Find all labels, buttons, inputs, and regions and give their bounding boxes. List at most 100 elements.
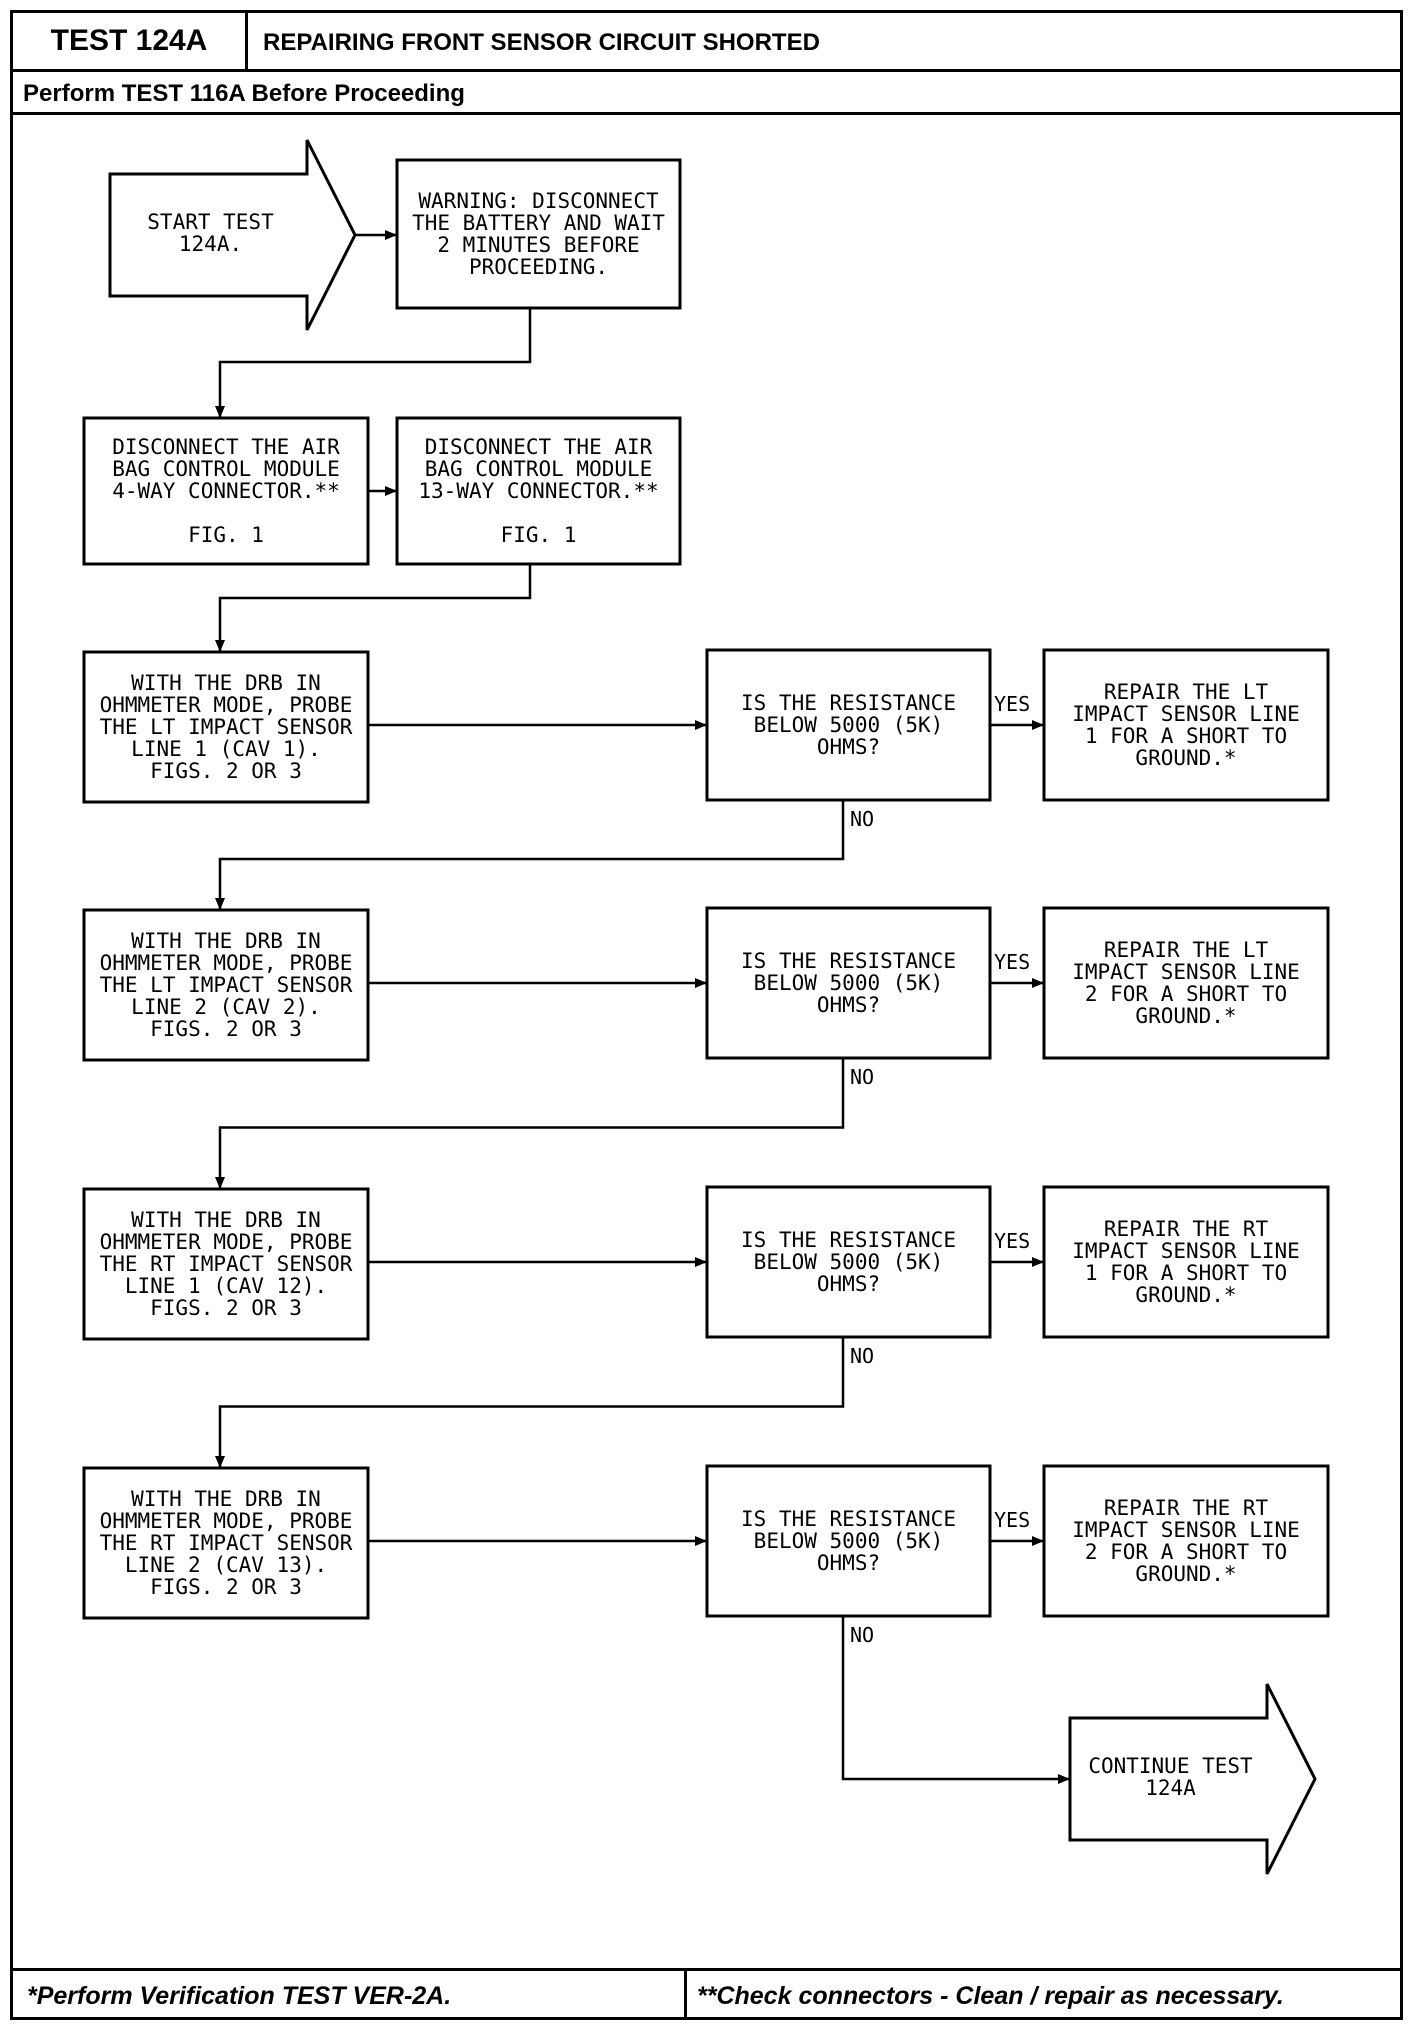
- yes-label-2: YES: [994, 950, 1030, 974]
- arrowhead-no-2: [215, 1177, 225, 1189]
- repair-box-4: [1042, 1464, 1330, 1618]
- continue-arrow-text-line: CONTINUE TEST: [1088, 1754, 1253, 1778]
- arrowhead-yes-4: [1032, 1536, 1044, 1546]
- arrowhead-13way-probe: [215, 640, 225, 652]
- probe-box-2-text-line: WITH THE DRB IN: [131, 929, 321, 953]
- repair-box-2-text-line: REPAIR THE LT: [1104, 938, 1269, 962]
- probe-box-4-text-line: OHMMETER MODE, PROBE: [100, 1509, 353, 1533]
- repair-box-3-text-line: 1 FOR A SHORT TO: [1085, 1261, 1287, 1285]
- disconnect-4way-box-text-line: BAG CONTROL MODULE: [112, 457, 340, 481]
- disconnect-13way-box-text-line: DISCONNECT THE AIR: [425, 435, 653, 459]
- footer-column-divider: [684, 1968, 687, 2020]
- probe-box-3-text-line: LINE 1 (CAV 12).: [125, 1274, 327, 1298]
- disconnect-13way-box-text-line: 13-WAY CONNECTOR.**: [418, 479, 658, 503]
- warning-box-text-line: 2 MINUTES BEFORE: [437, 233, 639, 257]
- test-id: TEST 124A: [13, 13, 248, 69]
- probe-box-2-text-line: THE LT IMPACT SENSOR: [100, 973, 353, 997]
- resistance-question-3-text-line: IS THE RESISTANCE: [741, 1228, 956, 1252]
- connector-no-1: [218, 800, 845, 910]
- probe-box-1-text-line: OHMMETER MODE, PROBE: [100, 693, 353, 717]
- footer-verification-note: *Perform Verification TEST VER-2A.: [27, 1982, 452, 2010]
- arrowhead-probe-question-4: [695, 1536, 707, 1546]
- warning-box-text-line: WARNING: DISCONNECT: [418, 189, 659, 213]
- warning-box: [395, 158, 682, 310]
- arrowhead-no-3: [215, 1456, 225, 1468]
- resistance-question-2-text-line: IS THE RESISTANCE: [741, 949, 956, 973]
- disconnect-4way-box-text-line: 4-WAY CONNECTOR.**: [112, 479, 340, 503]
- header-bottom-divider: [13, 112, 1400, 115]
- arrowhead-yes-2: [1032, 978, 1044, 988]
- repair-box-1-text-line: GROUND.*: [1135, 746, 1236, 770]
- no-label-2: NO: [850, 1065, 874, 1089]
- resistance-question-4-text-line: OHMS?: [817, 1551, 880, 1575]
- arrowhead-no-1: [215, 898, 225, 910]
- disconnect-4way-box-text-line: DISCONNECT THE AIR: [112, 435, 340, 459]
- arrowhead-start-warning: [385, 230, 397, 240]
- arrowhead-probe-question-1: [695, 720, 707, 730]
- start-arrow-text-line: 124A.: [179, 232, 242, 256]
- probe-box-4-text-line: FIGS. 2 OR 3: [150, 1575, 302, 1599]
- connector-no-continue: [841, 1616, 1070, 1781]
- connector-no-3: [218, 1337, 845, 1468]
- probe-box-4-text-line: LINE 2 (CAV 13).: [125, 1553, 327, 1577]
- repair-box-2-text-line: 2 FOR A SHORT TO: [1085, 982, 1287, 1006]
- connector-13way-probe: [218, 564, 532, 652]
- arrowhead-warning-4way: [215, 406, 225, 418]
- probe-box-1: [82, 650, 370, 804]
- disconnect-13way-box-text-line: FIG. 1: [501, 523, 577, 547]
- probe-box-1-text-line: FIGS. 2 OR 3: [150, 759, 302, 783]
- resistance-question-4-text-line: IS THE RESISTANCE: [741, 1507, 956, 1531]
- resistance-question-2: [705, 906, 992, 1060]
- no-label-1: NO: [850, 807, 874, 831]
- repair-box-4-text-line: REPAIR THE RT: [1104, 1496, 1269, 1520]
- resistance-question-2-text-line: BELOW 5000 (5K): [754, 971, 944, 995]
- arrowhead-probe-question-2: [695, 978, 707, 988]
- footer-connector-note: **Check connectors - Clean / repair as n…: [697, 1982, 1284, 2010]
- repair-box-3-text-line: REPAIR THE RT: [1104, 1217, 1269, 1241]
- arrowhead-probe-question-3: [695, 1257, 707, 1267]
- header-divider: [13, 69, 1400, 72]
- resistance-question-1-text-line: IS THE RESISTANCE: [741, 691, 956, 715]
- continue-arrow-text-line: 124A: [1145, 1776, 1196, 1800]
- resistance-question-1-text-line: BELOW 5000 (5K): [754, 713, 944, 737]
- repair-box-2: [1042, 906, 1330, 1060]
- repair-box-3-text-line: IMPACT SENSOR LINE: [1072, 1239, 1300, 1263]
- arrowhead-4way-13way: [385, 486, 397, 496]
- probe-box-1-text-line: LINE 1 (CAV 1).: [131, 737, 321, 761]
- probe-box-4-text-line: WITH THE DRB IN: [131, 1487, 321, 1511]
- start-arrow: [108, 139, 357, 331]
- disconnect-13way-box: [395, 416, 682, 566]
- resistance-question-3-text-line: BELOW 5000 (5K): [754, 1250, 944, 1274]
- repair-box-1-text-line: IMPACT SENSOR LINE: [1072, 702, 1300, 726]
- warning-box-text-line: THE BATTERY AND WAIT: [412, 211, 665, 235]
- prerequisite-note: Perform TEST 116A Before Proceeding: [23, 80, 465, 107]
- probe-box-3-text-line: OHMMETER MODE, PROBE: [100, 1230, 353, 1254]
- repair-box-1-text-line: REPAIR THE LT: [1104, 680, 1269, 704]
- probe-box-4-text-line: THE RT IMPACT SENSOR: [100, 1531, 353, 1555]
- connector-no-2: [218, 1058, 845, 1189]
- continue-arrow: [1068, 1683, 1317, 1875]
- probe-box-3: [82, 1187, 370, 1341]
- repair-box-4-text-line: IMPACT SENSOR LINE: [1072, 1518, 1300, 1542]
- start-arrow-text-line: START TEST: [147, 210, 274, 234]
- probe-box-3-text-line: THE RT IMPACT SENSOR: [100, 1252, 353, 1276]
- yes-label-3: YES: [994, 1229, 1030, 1253]
- repair-box-2-text-line: IMPACT SENSOR LINE: [1072, 960, 1300, 984]
- probe-box-2-text-line: LINE 2 (CAV 2).: [131, 995, 321, 1019]
- probe-box-2-text-line: FIGS. 2 OR 3: [150, 1017, 302, 1041]
- repair-box-1: [1042, 648, 1330, 802]
- repair-box-3-text-line: GROUND.*: [1135, 1283, 1236, 1307]
